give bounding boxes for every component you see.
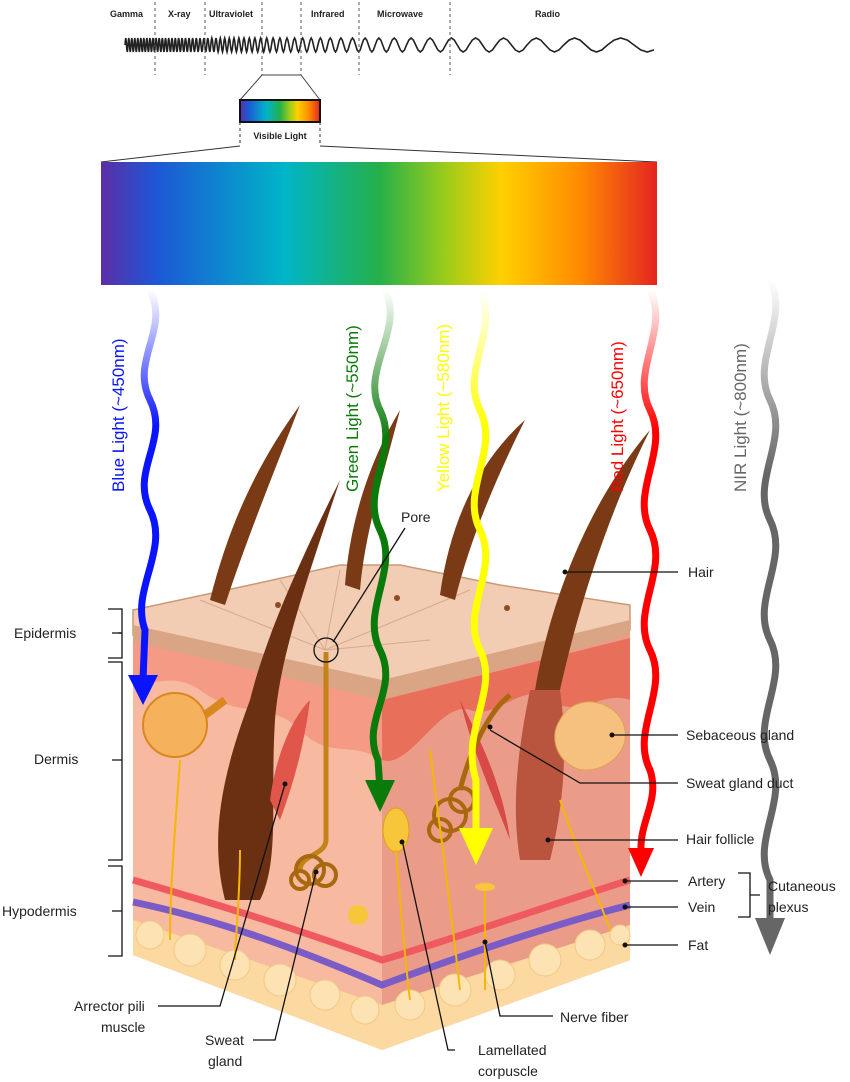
light-arrowheads [128, 675, 785, 955]
band-microwave: Microwave [377, 9, 423, 19]
blue-light-label: Blue Light (~450nm) [109, 338, 128, 492]
layer-brackets [108, 608, 123, 957]
label-muscle: muscle [101, 1019, 146, 1035]
red-light-label: Red Light (~650nm) [608, 341, 627, 492]
visible-light-label: Visible Light [253, 131, 306, 141]
skin-block [132, 405, 650, 1050]
label-plexus: plexus [768, 899, 808, 915]
band-gamma: Gamma [110, 9, 144, 19]
sebaceous-gland-left [142, 692, 208, 758]
sebaceous-gland-right [554, 701, 626, 771]
label-arrector-pili: Arrector pili [74, 998, 145, 1014]
label-dermis: Dermis [34, 751, 78, 767]
hair-follicle-left [218, 480, 340, 900]
band-dividers [154, 2, 451, 75]
band-xray: X-ray [168, 9, 191, 19]
label-fat: Fat [688, 937, 708, 953]
label-sweat: Sweat [205, 1032, 244, 1048]
green-arrowhead-icon [365, 780, 395, 812]
yellow-arrowhead-icon [459, 828, 493, 865]
red-light-path [637, 286, 660, 854]
label-pore: Pore [401, 509, 431, 525]
artery-vessel [132, 876, 632, 964]
blue-arrowhead-icon [128, 675, 158, 705]
light-paths [138, 276, 780, 929]
green-light-label: Green Light (~550nm) [343, 325, 362, 492]
pore-highlight [313, 637, 339, 663]
label-hair-follicle: Hair follicle [686, 831, 755, 847]
label-hair: Hair [688, 564, 714, 580]
label-hypodermis: Hypodermis [2, 903, 77, 919]
nerve-fibers [169, 749, 611, 1001]
label-sebaceous-gland: Sebaceous gland [686, 727, 794, 743]
sweat-gland-duct-left [297, 652, 329, 871]
visible-spectrum-bar [101, 162, 657, 285]
hair-shaft [535, 430, 650, 690]
green-light-path [369, 286, 394, 794]
blue-light-path [138, 286, 160, 684]
label-artery: Artery [688, 873, 725, 889]
label-cutaneous: Cutaneous [768, 878, 836, 894]
arrector-pili-muscle [270, 700, 310, 820]
nir-arrowhead-icon [755, 918, 785, 955]
label-gland: gland [208, 1053, 242, 1069]
label-epidermis: Epidermis [14, 625, 76, 641]
label-lamellated: Lamellated [478, 1042, 547, 1058]
band-infrared: Infrared [311, 9, 345, 19]
red-arrowhead-icon [628, 848, 654, 877]
leader-dots [282, 569, 628, 948]
hair-follicle-right [515, 690, 565, 860]
em-wave [124, 34, 655, 56]
lamellated-corpuscle [382, 807, 410, 853]
em-spectrum: Gamma X-ray Ultraviolet Infrared Microwa… [100, 2, 658, 285]
label-vein: Vein [688, 899, 715, 915]
band-radio: Radio [535, 9, 561, 19]
nir-light-path [760, 276, 780, 929]
zoom-trapezoid [239, 74, 321, 101]
label-nerve-fiber: Nerve fiber [560, 1009, 629, 1025]
visible-light-small-bar [239, 99, 321, 123]
yellow-light-label: Yellow Light (~580nm) [434, 324, 453, 492]
leader-lines [158, 527, 760, 1051]
fat-layer [133, 920, 630, 1050]
yellow-light-path [468, 286, 490, 839]
nir-light-label: NIR Light (~800nm) [731, 343, 750, 492]
label-sweat-gland-duct: Sweat gland duct [686, 775, 794, 791]
band-ultraviolet: Ultraviolet [209, 9, 253, 19]
vein-vessel [132, 898, 631, 989]
label-corpuscle: corpuscle [478, 1063, 538, 1079]
